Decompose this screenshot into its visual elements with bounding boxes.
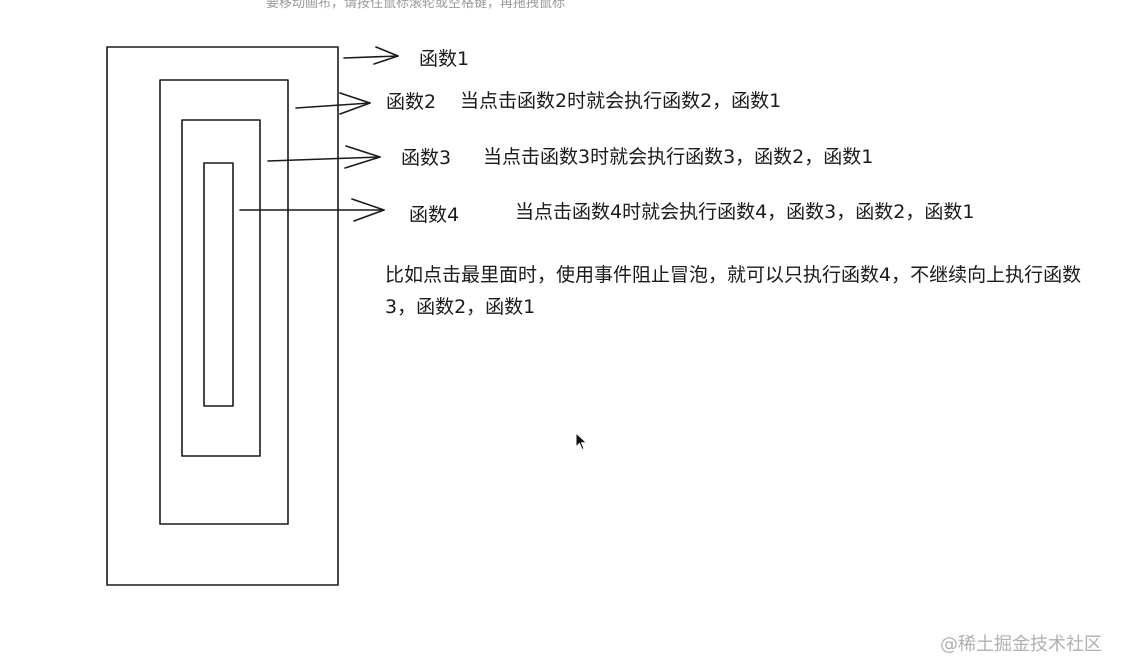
box-function-3 (181, 119, 261, 457)
note-function-2: 当点击函数2时就会执行函数2，函数1 (460, 90, 782, 112)
canvas-hint: 要移动画布，请按住鼠标滚轮或空格键，再拖拽鼠标 (266, 0, 566, 11)
watermark: @稀土掘金技术社区 (940, 634, 1102, 655)
arrow-function-4 (239, 198, 385, 222)
arrow-function-3 (267, 145, 381, 169)
explanation-text: 比如点击最里面时，使用事件阻止冒泡，就可以只执行函数4，不继续向上执行函数3，函… (385, 264, 1082, 318)
label-function-2: 函数2 (386, 91, 437, 113)
arrow-function-2 (295, 92, 371, 115)
label-function-4: 函数4 (409, 204, 460, 226)
arrow-function-1 (343, 46, 399, 65)
box-function-2 (159, 79, 289, 525)
box-function-4 (203, 162, 234, 407)
box-function-1 (106, 46, 339, 586)
label-function-3: 函数3 (401, 147, 452, 169)
mouse-pointer-icon (575, 431, 589, 456)
label-function-1: 函数1 (419, 48, 470, 70)
note-function-3: 当点击函数3时就会执行函数3，函数2，函数1 (483, 146, 874, 168)
note-function-4: 当点击函数4时就会执行函数4，函数3，函数2，函数1 (515, 201, 975, 223)
